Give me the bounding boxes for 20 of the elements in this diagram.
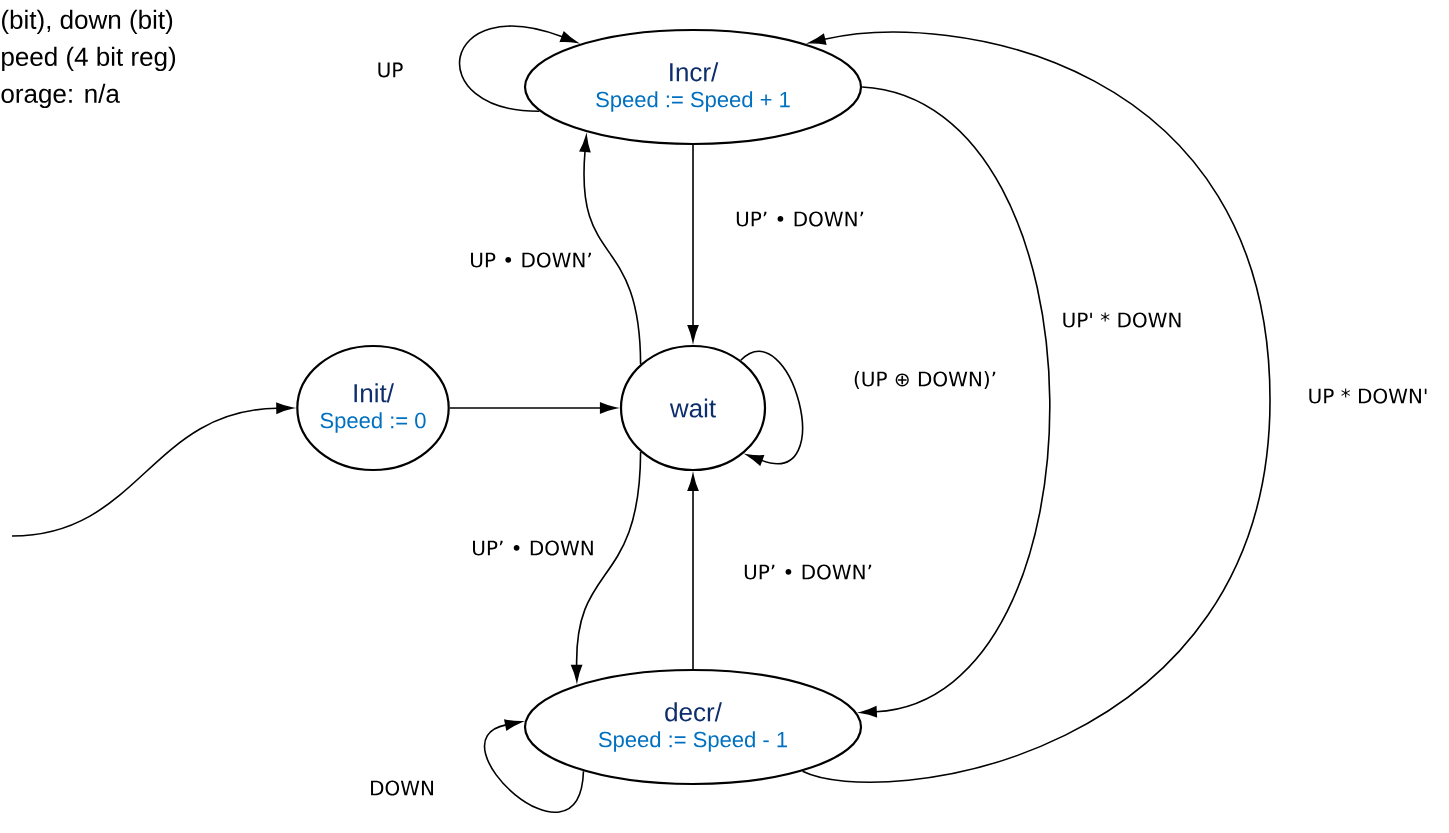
arrow [11,402,293,537]
note-text: orage: n/a [1,83,120,109]
edge-label: UP' * DOWN [1059,310,1185,330]
arrow [571,451,642,682]
note-text: peed (4 bit reg) [2,46,176,72]
edge-label: DOWN [367,778,437,798]
edge-label: UP’ • DOWN’ [733,209,867,229]
edge-label: UP [374,60,406,80]
arrow [579,135,642,365]
edge-label: UP’ • DOWN’ [741,562,875,582]
arrow [449,402,617,414]
edge-label: UP * DOWN' [1305,386,1431,406]
note-text: (bit), down (bit) [2,9,173,35]
arrow [687,144,699,342]
arrow [687,474,699,670]
edge-label: UP • DOWN’ [467,250,595,270]
edge-label: UP’ • DOWN [469,538,597,558]
arrow [459,25,578,113]
arrow [740,351,803,466]
arrow [484,719,585,813]
